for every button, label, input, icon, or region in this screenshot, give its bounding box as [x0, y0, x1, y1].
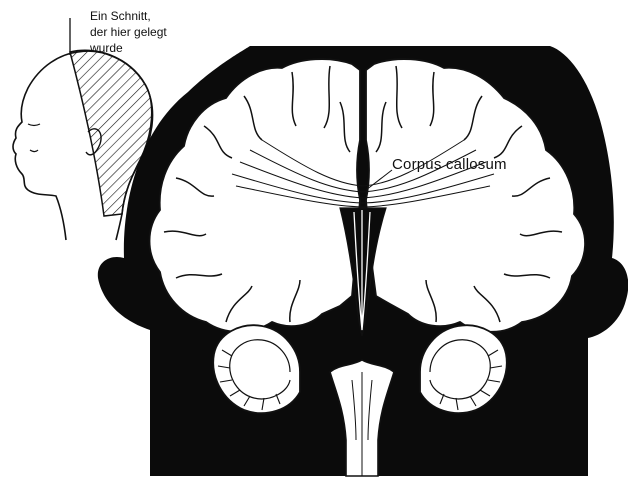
- coronal-section: [98, 46, 628, 476]
- face-detail: [28, 124, 40, 152]
- section-caption: Ein Schnitt, der hier gelegt wurde: [90, 8, 220, 56]
- corpus-callosum-label: Corpus callosum: [392, 156, 507, 173]
